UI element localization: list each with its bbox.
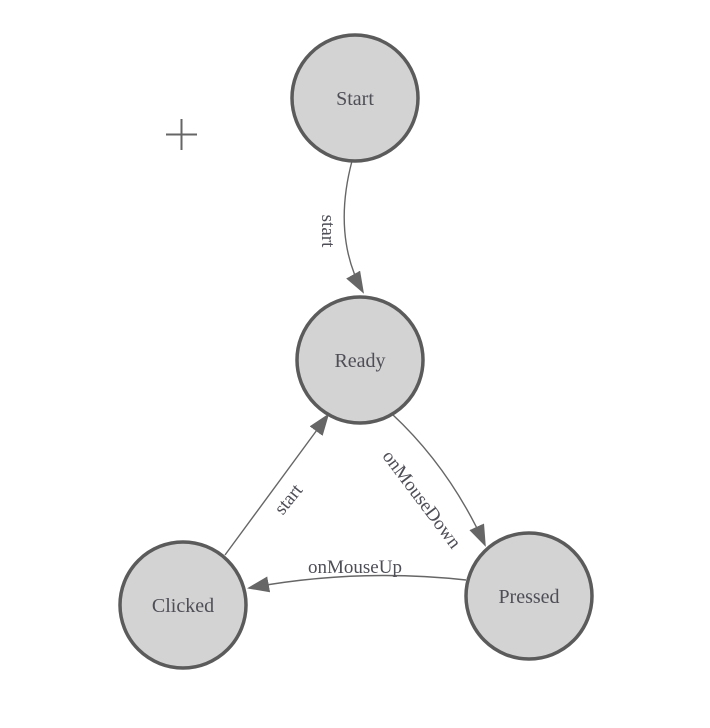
transition-edge-pressed-to-clicked[interactable] [247, 574, 467, 593]
crosshair-icon [166, 119, 197, 150]
state-circle-pressed[interactable] [464, 531, 594, 661]
state-node-ready[interactable]: Ready [295, 295, 425, 425]
state-circle-ready[interactable] [295, 295, 425, 425]
state-circle-clicked[interactable] [118, 540, 248, 670]
state-node-clicked[interactable]: Clicked [118, 540, 248, 670]
overlay-layer [166, 119, 197, 150]
transition-label-start-to-ready: start [317, 215, 338, 248]
transition-edge-clicked-to-ready[interactable] [224, 413, 330, 556]
state-label-ready: Ready [334, 350, 385, 372]
state-node-start[interactable]: Start [290, 33, 420, 163]
state-label-start: Start [336, 88, 374, 110]
transition-label-pressed-to-clicked: onMouseUp [308, 557, 402, 578]
state-node-pressed[interactable]: Pressed [464, 531, 594, 661]
state-circle-start[interactable] [290, 33, 420, 163]
state-label-pressed: Pressed [498, 586, 559, 608]
state-label-clicked: Clicked [152, 595, 214, 617]
transition-label-ready-to-pressed: onMouseDown [378, 447, 466, 554]
transition-edge-ready-to-pressed[interactable] [391, 413, 486, 547]
transition-edge-start-to-ready[interactable] [343, 160, 364, 294]
